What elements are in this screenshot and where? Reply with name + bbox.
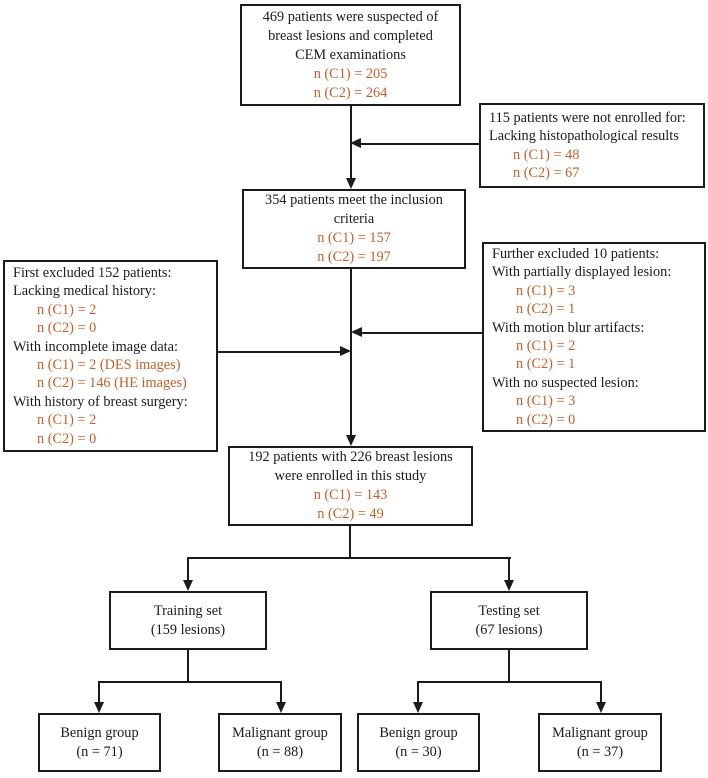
count-line-c2: n (C2) = 49 — [317, 506, 384, 522]
text-line: With no suspected lesion: — [492, 374, 639, 391]
arrowhead-left-icon — [351, 327, 362, 337]
connector-to-training — [187, 557, 189, 581]
text-line: 192 patients with 226 breast lesions — [248, 449, 453, 465]
count-line-c1: n (C1) = 205 — [313, 65, 388, 82]
text-line: (159 lesions) — [150, 621, 226, 638]
arrowhead-down-icon — [94, 702, 104, 713]
arrowhead-down-icon — [276, 702, 286, 713]
text-line: Lacking medical history: — [13, 283, 156, 300]
text-line: With motion blur artifacts: — [492, 319, 645, 336]
box-enrolled: 192 patients with 226 breast lesions wer… — [228, 446, 473, 526]
count-line-c1: n (C1) = 48 — [513, 146, 580, 163]
text-line: 354 patients meet the inclusion — [265, 192, 443, 208]
connector-to-test-benign — [417, 681, 419, 703]
count-line-c2: n (C2) = 1 — [516, 301, 576, 318]
text-line: (n = 71) — [76, 743, 123, 760]
count-line-c2: n (C2) = 264 — [313, 84, 388, 101]
count-line-c2: n (C2) = 67 — [513, 164, 580, 181]
count-line-c2: n (C2) = 0 — [37, 430, 97, 447]
connector-testing-stem — [508, 650, 510, 683]
text-line: With history of breast surgery: — [13, 393, 188, 410]
arrowhead-down-icon — [504, 580, 514, 591]
text-line: Malignant group — [552, 724, 648, 741]
count-line-c1: n (C1) = 3 — [516, 282, 576, 299]
connector-split-training — [99, 681, 282, 683]
arrowhead-down-icon — [346, 178, 356, 189]
arrowhead-down-icon — [596, 702, 606, 713]
box-testing-set: Testing set (67 lesions) — [430, 591, 588, 650]
count-line-c2: n (C2) = 0 — [516, 411, 576, 428]
count-line-c1: n (C1) = 2 — [37, 412, 97, 429]
box-not-enrolled: 115 patients were not enrolled for: Lack… — [479, 103, 705, 188]
text-line: With incomplete image data: — [13, 338, 178, 355]
connector-enrolled-stem — [349, 526, 351, 559]
text-line: First excluded 152 patients: — [13, 264, 172, 281]
count-line-c2: n (C2) = 1 — [516, 356, 576, 373]
text-line: Benign group — [60, 724, 139, 741]
connector-to-train-malignant — [280, 681, 282, 703]
text-line: Benign group — [379, 724, 458, 741]
text-line: breast lesions and completed — [268, 27, 433, 44]
connector-to-testing — [508, 557, 510, 581]
text-line: Lacking histopathological results — [489, 128, 679, 145]
connector-not-enrolled — [360, 143, 479, 145]
connector-further-excluded — [361, 332, 482, 334]
arrowhead-right-icon — [340, 346, 351, 356]
box-first-excluded: First excluded 152 patients: Lacking med… — [3, 260, 218, 452]
count-line-c1: n (C1) = 2 — [516, 338, 576, 354]
arrowhead-down-icon — [413, 702, 423, 713]
text-line: (n = 30) — [395, 743, 442, 760]
box-training-malignant: Malignant group (n = 88) — [218, 713, 342, 772]
box-testing-benign: Benign group (n = 30) — [357, 713, 480, 772]
arrowhead-down-icon — [346, 435, 356, 446]
connector-training-stem — [187, 650, 189, 683]
count-line-c1: n (C1) = 2 — [37, 301, 97, 318]
connector-to-train-benign — [98, 681, 100, 703]
arrowhead-left-icon — [350, 138, 361, 148]
connector-split-testing — [418, 681, 601, 683]
box-training-set: Training set (159 lesions) — [109, 591, 267, 650]
connector-split-top — [188, 557, 511, 559]
count-line-c2: n (C2) = 0 — [37, 320, 97, 337]
text-line: Malignant group — [232, 724, 328, 741]
count-line-c1: n (C1) = 157 — [317, 230, 391, 246]
text-line: (67 lesions) — [475, 621, 543, 638]
text-line: 469 patients were suspected of — [262, 8, 439, 25]
connector-inclusion-to-enrolled — [350, 269, 352, 437]
text-line: (n = 37) — [576, 743, 624, 760]
box-inclusion-criteria: 354 patients meet the inclusion criteria… — [242, 189, 466, 269]
box-further-excluded: Further excluded 10 patients: With parti… — [482, 242, 706, 432]
text-line: Testing set — [478, 602, 540, 619]
count-line-c1: n (C1) = 3 — [516, 393, 576, 410]
text-line: Further excluded 10 patients: — [492, 245, 660, 262]
text-line: criteria — [333, 211, 375, 227]
text-line: CEM examinations — [295, 46, 406, 63]
box-suspected-patients: 469 patients were suspected of breast le… — [240, 4, 461, 106]
text-line: Training set — [153, 602, 223, 619]
arrowhead-down-icon — [183, 580, 193, 591]
text-line: With partially displayed lesion: — [492, 264, 672, 281]
count-line-c2: n (C2) = 197 — [317, 249, 391, 265]
count-line-c1: n (C1) = 2 (DES images) — [37, 357, 181, 373]
text-line: 115 patients were not enrolled for: — [489, 109, 686, 126]
box-testing-malignant: Malignant group (n = 37) — [538, 713, 662, 772]
connector-to-test-malignant — [600, 681, 602, 703]
connector-first-excluded — [218, 351, 340, 353]
box-training-benign: Benign group (n = 71) — [38, 713, 161, 772]
text-line: were enrolled in this study — [274, 468, 427, 484]
count-line-c1: n (C1) = 143 — [313, 487, 388, 503]
text-line: (n = 88) — [256, 743, 304, 760]
count-line-c2: n (C2) = 146 (HE images) — [37, 375, 187, 392]
